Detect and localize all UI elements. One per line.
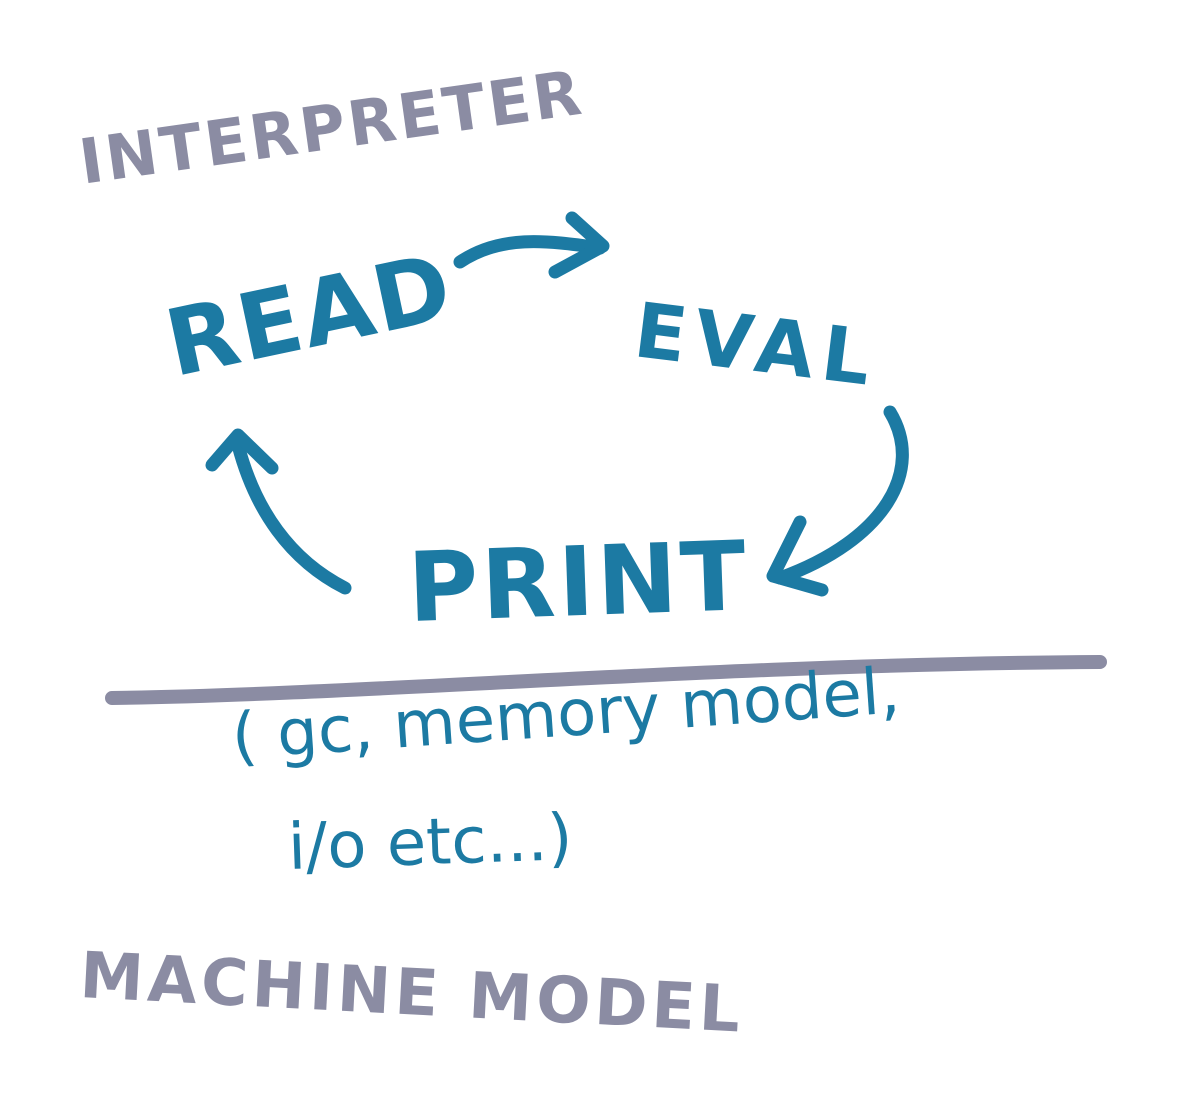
arrow-print-to-read-head <box>205 428 279 475</box>
arrow-eval-to-print-shaft <box>773 405 909 585</box>
arrow-read-to-eval-shaft <box>453 235 607 269</box>
machine-details-line-2: i/o etc...) <box>286 801 574 885</box>
arrow-eval-to-print-icon <box>766 405 909 597</box>
arrow-read-to-eval-head <box>548 211 610 279</box>
arrow-print-to-read-shaft <box>231 438 352 595</box>
horizontal-divider-line <box>105 655 1107 705</box>
arrow-read-to-eval-icon <box>453 211 610 279</box>
arrow-eval-to-print-head <box>766 515 829 597</box>
arrow-print-to-read-icon <box>205 428 352 595</box>
print-label: PRINT <box>406 520 751 644</box>
